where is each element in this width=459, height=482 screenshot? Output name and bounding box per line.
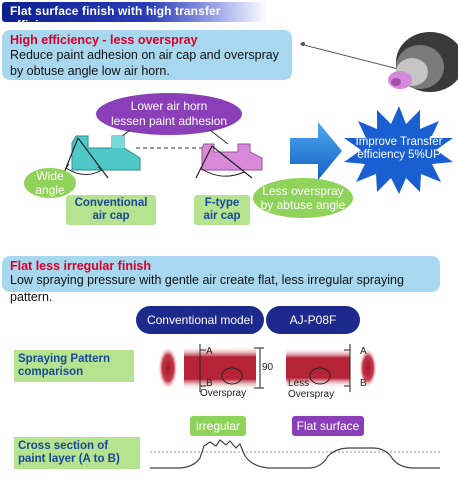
f-type-air-cap-label: F-type air cap <box>194 195 250 225</box>
section1-panel: High efficiency - less overspray Reduce … <box>2 30 292 80</box>
section1-body-line1: Reduce paint adhesion on air cap and ove… <box>10 48 279 62</box>
wide-angle-line2: angle <box>35 183 65 197</box>
conventional-line2: air cap <box>92 210 130 222</box>
overspray-right-label: Overspray <box>288 389 335 400</box>
marker-a-right: A <box>360 346 367 357</box>
cross-section-label: Cross section of paint layer (A to B) <box>14 437 140 469</box>
spraying-pattern-line2: comparison <box>18 366 84 378</box>
spray-gun-nozzle-image <box>300 32 458 92</box>
callout-line1: Lower air horn <box>130 99 208 113</box>
section2-heading: Flat less irregular finish <box>10 259 152 273</box>
wide-angle-label: Wide angle <box>24 168 76 198</box>
spray-pattern-diagram <box>158 344 377 392</box>
lower-air-horn-callout: Lower air horn lessen paint adhesion <box>96 93 242 135</box>
section2-panel: Flat less irregular finish Low spraying … <box>2 256 440 304</box>
cross-section-profile <box>150 439 440 469</box>
less-overspray-line2: by abtuse angle <box>260 198 346 212</box>
marker-b-right: B <box>360 378 367 389</box>
ftype-line1: F-type <box>204 197 240 209</box>
starburst-line1: Improve Transfer <box>355 136 443 148</box>
section1-heading: High efficiency - less overspray <box>10 33 198 47</box>
irregular-tag: irregular <box>190 416 246 436</box>
section1-body-line2: by obtuse angle low air horn. <box>10 64 170 78</box>
less-overspray-label: Less overspray by abtuse angle <box>253 178 353 218</box>
section2-body: Low spraying pressure with gentle air cr… <box>10 273 404 304</box>
ftype-line2: air cap <box>203 210 241 222</box>
conventional-air-cap-label: Conventional air cap <box>66 195 156 225</box>
section-banner: Flat surface finish with high transfer e… <box>2 2 267 32</box>
cross-section-line1: Cross section of <box>18 440 109 452</box>
right-arrow-icon <box>290 122 342 180</box>
spraying-pattern-line1: Spraying Pattern <box>18 353 111 365</box>
less-overspray-line1: Less overspray <box>262 184 344 198</box>
marker-a-left: A <box>206 346 213 357</box>
cross-section-line2: paint layer (A to B) <box>18 453 120 465</box>
overspray-left-label: Overspray <box>200 388 247 399</box>
less-label: Less <box>288 378 310 389</box>
aj-model-pill: AJ-P08F <box>266 306 360 334</box>
air-cap-diagram <box>61 129 263 179</box>
starburst-line2: efficiency 5%UP <box>357 149 441 161</box>
conventional-model-pill: Conventional model <box>136 306 264 334</box>
conventional-line1: Conventional <box>74 197 148 209</box>
flat-surface-tag: Flat surface <box>292 416 364 436</box>
starburst-badge-icon <box>344 106 453 194</box>
spraying-pattern-label: Spraying Pattern comparison <box>14 350 134 382</box>
starburst-text: Improve Transfer efficiency 5%UP <box>346 136 452 162</box>
banner-title: Flat surface finish with high transfer e… <box>10 4 221 32</box>
marker-b-left: B <box>206 378 213 389</box>
wide-angle-line1: Wide <box>36 169 64 183</box>
callout-line2: lessen paint adhesion <box>110 114 228 128</box>
dimension-label: 90 <box>262 362 274 373</box>
